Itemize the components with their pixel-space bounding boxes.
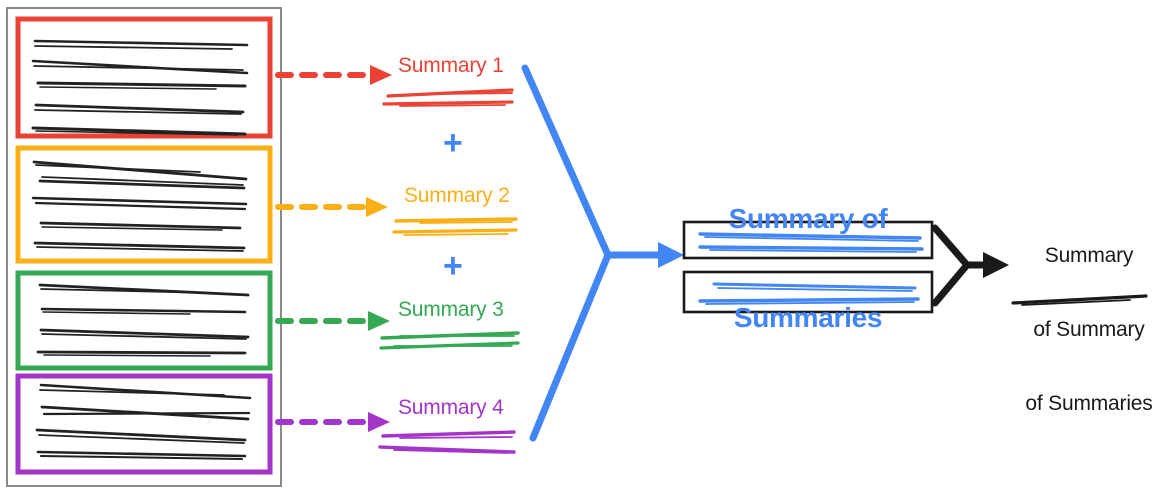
summary-2-lines bbox=[392, 217, 518, 236]
final-output-title: Summary of Summary of Summaries bbox=[1009, 194, 1169, 466]
summary-label-1: Summary 1 bbox=[398, 54, 504, 77]
dashed-arrow-orange bbox=[275, 197, 388, 217]
plus-operator-1: + bbox=[443, 124, 463, 162]
dashed-arrow-green bbox=[275, 311, 390, 331]
chunk-box-1 bbox=[15, 16, 273, 139]
final-output-lines bbox=[1011, 294, 1148, 306]
sos-box-2 bbox=[682, 270, 934, 314]
dashed-arrow-purple bbox=[275, 412, 390, 432]
sos-title-line-2: Summaries bbox=[733, 302, 883, 334]
summary-4-lines bbox=[378, 430, 516, 454]
chunk-1-text-lines bbox=[31, 39, 249, 136]
source-document-border bbox=[6, 7, 282, 487]
sos-title-line-1: Summary of bbox=[728, 203, 888, 235]
sos-box-2-lines bbox=[698, 282, 920, 305]
merge-fork-blue-arrowhead bbox=[658, 242, 684, 268]
dashed-arrow-red bbox=[275, 65, 392, 85]
summary-label-2: Summary 2 bbox=[404, 184, 510, 207]
summary-label-3: Summary 3 bbox=[398, 298, 504, 321]
merge-fork-blue bbox=[521, 64, 664, 442]
final-title-line-1: Summary bbox=[1044, 243, 1134, 267]
chunk-2-text-lines bbox=[31, 160, 248, 252]
final-title-line-2: of Summary bbox=[1033, 317, 1145, 341]
chunk-3-text-lines bbox=[36, 283, 250, 357]
chunk-4-text-lines bbox=[35, 383, 252, 460]
summary-label-4: Summary 4 bbox=[398, 396, 504, 419]
merge-fork-black bbox=[931, 224, 989, 307]
summary-1-lines bbox=[382, 88, 514, 107]
final-title-line-3: of Summaries bbox=[1025, 392, 1153, 416]
merge-fork-black-arrowhead bbox=[983, 252, 1009, 278]
sos-box-1-lines bbox=[698, 232, 924, 253]
summary-of-summaries-title: Summary of Summaries bbox=[684, 136, 932, 400]
plus-operator-2: + bbox=[443, 247, 463, 285]
summary-3-lines bbox=[379, 331, 520, 350]
